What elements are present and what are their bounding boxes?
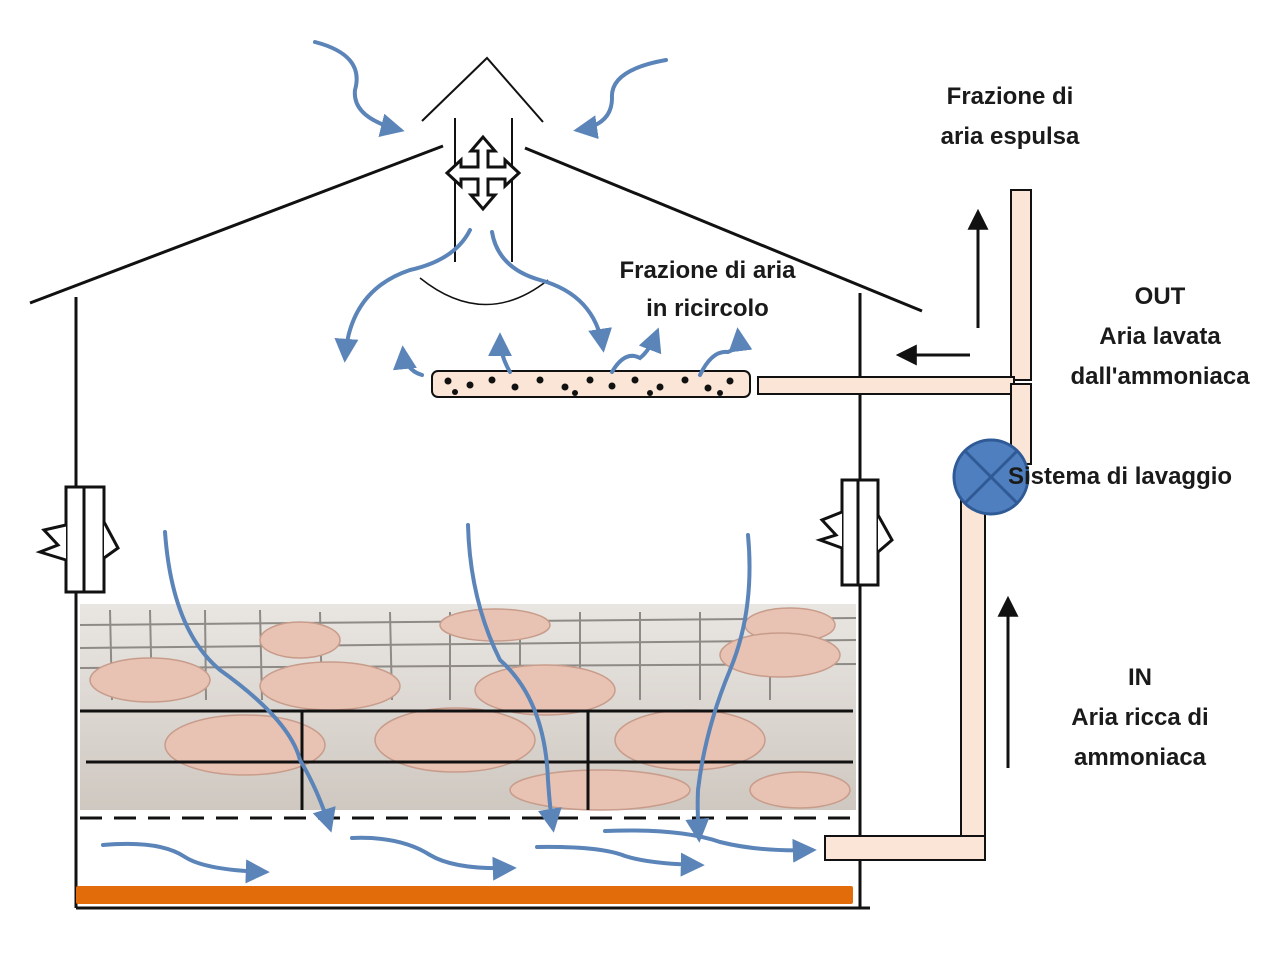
four-way-arrow-icon xyxy=(444,134,522,212)
crossed-circle-icon xyxy=(952,438,1030,516)
label-expelled-air: Frazione di aria espulsa xyxy=(900,77,1120,157)
manure-pit xyxy=(76,886,853,904)
label-line: ammoniaca xyxy=(1073,744,1207,771)
label-washing-system: Sistema di lavaggio xyxy=(1008,457,1273,497)
label-line: Aria ricca di xyxy=(1071,704,1209,731)
barn-walls xyxy=(74,293,870,910)
label-line: aria espulsa xyxy=(940,123,1080,150)
barn-roof xyxy=(29,56,923,313)
label-line: OUT xyxy=(1134,283,1186,310)
flow-direction-arrows xyxy=(895,208,1019,768)
pigs-in-pen-illustration xyxy=(79,604,857,811)
label-line: IN xyxy=(1128,664,1152,691)
label-out: OUT Aria lavata dall'ammoniaca xyxy=(1045,277,1275,397)
label-in: IN Aria ricca di ammoniaca xyxy=(1030,658,1250,778)
label-line: Aria lavata xyxy=(1099,323,1221,350)
perforated-diffuser xyxy=(431,370,751,398)
label-recirculated-air: Frazione di aria in ricircolo xyxy=(590,252,825,328)
label-line: in ricircolo xyxy=(646,295,769,322)
label-line: Frazione di aria xyxy=(619,257,796,284)
label-line: dall'ammoniaca xyxy=(1070,363,1250,390)
vent-shutter-icon xyxy=(815,478,894,587)
label-line: Frazione di xyxy=(946,83,1074,110)
vent-shutter-icon xyxy=(35,485,120,594)
label-line: Sistema di lavaggio xyxy=(1008,463,1233,490)
ridge-chimney xyxy=(419,118,549,306)
airflow-arrows xyxy=(101,40,817,884)
